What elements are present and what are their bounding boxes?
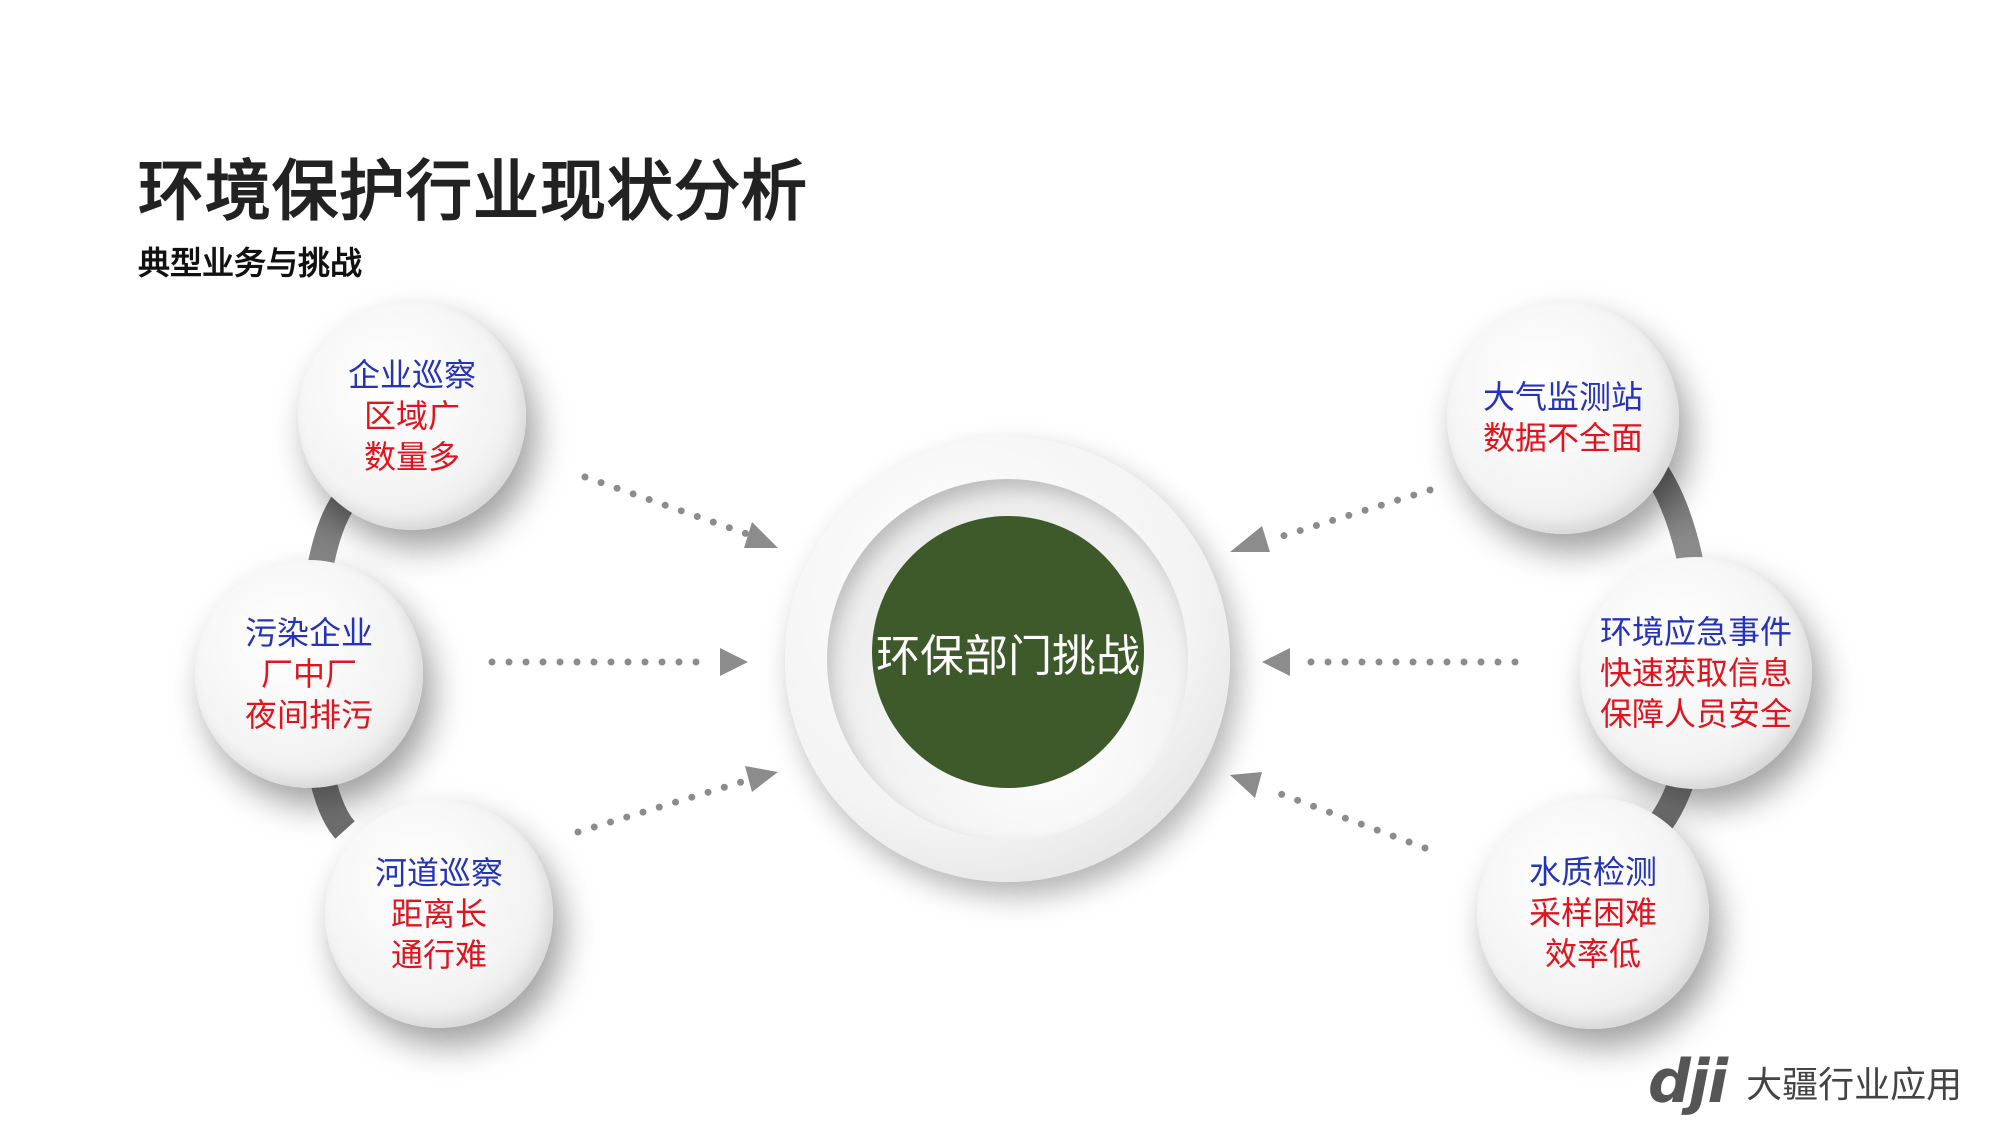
- node-river-patrol: 河道巡察 距离长 通行难: [325, 800, 553, 1028]
- arrow-right-top: [1266, 486, 1434, 544]
- brand-name: 大疆行业应用: [1746, 1065, 1963, 1106]
- node-detail: 区域广: [363, 396, 460, 435]
- node-head: 企业巡察: [347, 355, 476, 394]
- node-head: 水质检测: [1528, 852, 1657, 891]
- node-detail: 保障人员安全: [1599, 694, 1792, 733]
- page-title: 环境保护行业现状分析: [138, 153, 808, 230]
- node-water-quality: 水质检测 采样困难 效率低: [1477, 797, 1709, 1029]
- dji-logo: dji: [1648, 1047, 1728, 1117]
- node-detail: 效率低: [1544, 934, 1641, 973]
- node-detail: 夜间排污: [244, 695, 373, 734]
- page-subtitle: 典型业务与挑战: [138, 244, 363, 282]
- arrowhead-right-top: [1230, 526, 1270, 552]
- arrowhead-left-top: [744, 522, 778, 548]
- arrowhead-left-bottom: [745, 766, 778, 792]
- node-detail: 快速获取信息: [1599, 653, 1792, 692]
- center-label: 环保部门挑战: [876, 631, 1140, 682]
- node-polluting-enterprise: 污染企业 厂中厂 夜间排污: [195, 560, 423, 788]
- node-head: 污染企业: [244, 613, 373, 652]
- arrowhead-left-mid: [720, 648, 748, 676]
- node-detail: 通行难: [390, 935, 487, 974]
- center-core: 环保部门挑战: [872, 516, 1144, 788]
- arrowhead-right-bottom: [1230, 772, 1262, 798]
- node-detail: 采样困难: [1528, 893, 1657, 932]
- node-air-monitoring: 大气监测站 数据不全面: [1447, 302, 1679, 534]
- arrow-left-bottom: [574, 776, 752, 836]
- node-detail: 距离长: [390, 894, 487, 933]
- node-head: 环境应急事件: [1599, 612, 1792, 651]
- node-detail: 数据不全面: [1482, 419, 1643, 457]
- arrow-right-bottom: [1266, 786, 1429, 852]
- node-head: 大气监测站: [1482, 378, 1643, 416]
- arrow-left-top: [581, 473, 754, 539]
- brand: dji 大疆行业应用: [1648, 1052, 1962, 1112]
- node-enterprise-patrol: 企业巡察 区域广 数量多: [298, 302, 526, 530]
- node-detail: 厂中厂: [260, 654, 357, 693]
- node-head: 河道巡察: [374, 853, 503, 892]
- node-emergency-event: 环境应急事件 快速获取信息 保障人员安全: [1580, 557, 1812, 789]
- arrowhead-right-mid: [1262, 648, 1290, 676]
- node-detail: 数量多: [363, 437, 460, 476]
